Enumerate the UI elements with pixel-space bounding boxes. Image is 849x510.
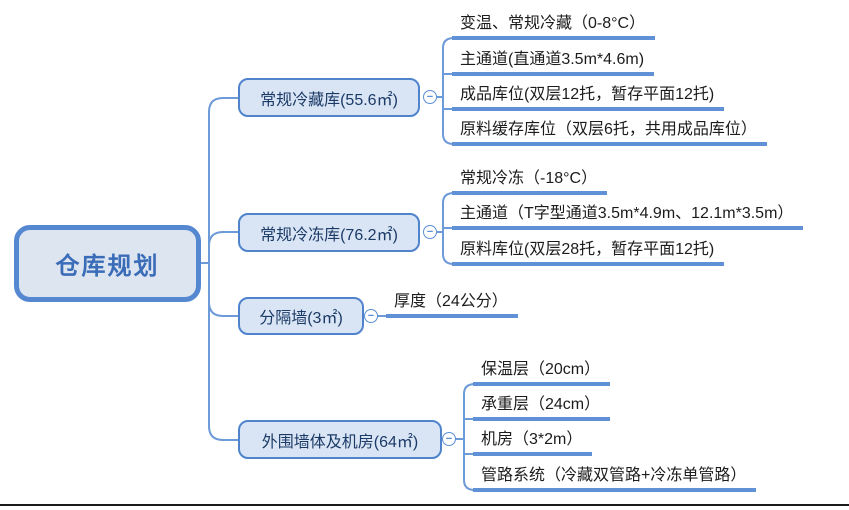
trunk-branch2-line [208,231,239,264]
subtopic[interactable]: 原料库位(双层28托，暂存平面12托) [452,237,725,266]
branch-topic-partition-wall[interactable]: 分隔墙(3㎡) [238,297,364,335]
subtopic[interactable]: 主通道(直通道3.5m*4.6m) [452,47,655,76]
subtopic[interactable]: 承重层（24cm） [473,392,611,421]
collapse-minus-icon[interactable]: − [442,432,456,446]
branch1-children-rail [442,37,455,145]
subtopic[interactable]: 保温层（20cm） [473,357,611,386]
branch-topic-outer-wall-machine-room[interactable]: 外围墙体及机房(64㎡) [238,420,442,459]
branch-topic-cold-storage[interactable]: 常规冷藏库(55.6㎡) [238,78,420,117]
subtopic[interactable]: 厚度（24公分） [386,289,518,318]
bottom-divider [0,504,849,506]
branch4-children-rail [463,383,476,491]
collapse-minus-icon[interactable]: − [423,225,437,239]
trunk-branch3-line [208,262,239,317]
collapse-minus-icon[interactable]: − [364,309,378,323]
subtopic[interactable]: 机房（3*2m） [473,427,593,456]
trunk-branch4-line [208,262,239,441]
subtopic[interactable]: 管路系统（冷藏双管路+冷冻单管路） [473,463,757,492]
subtopic[interactable]: 常规冷冻（-18°C） [452,166,608,195]
subtopic[interactable]: 主通道（T字型通道3.5m*4.9m、12.1m*3.5m） [452,201,804,230]
collapse-minus-icon[interactable]: − [423,90,437,104]
subtopic[interactable]: 原料缓存库位（双层6托，共用成品库位） [452,117,767,146]
subtopic[interactable]: 成品库位(双层12托，暂存平面12托) [452,82,725,111]
branch-topic-freezer[interactable]: 常规冷冻库(76.2㎡) [238,213,420,252]
subtopic[interactable]: 变温、常规冷藏（0-8°C） [452,11,656,40]
trunk-branch1-line [208,97,239,264]
root-topic[interactable]: 仓库规划 [14,225,201,302]
